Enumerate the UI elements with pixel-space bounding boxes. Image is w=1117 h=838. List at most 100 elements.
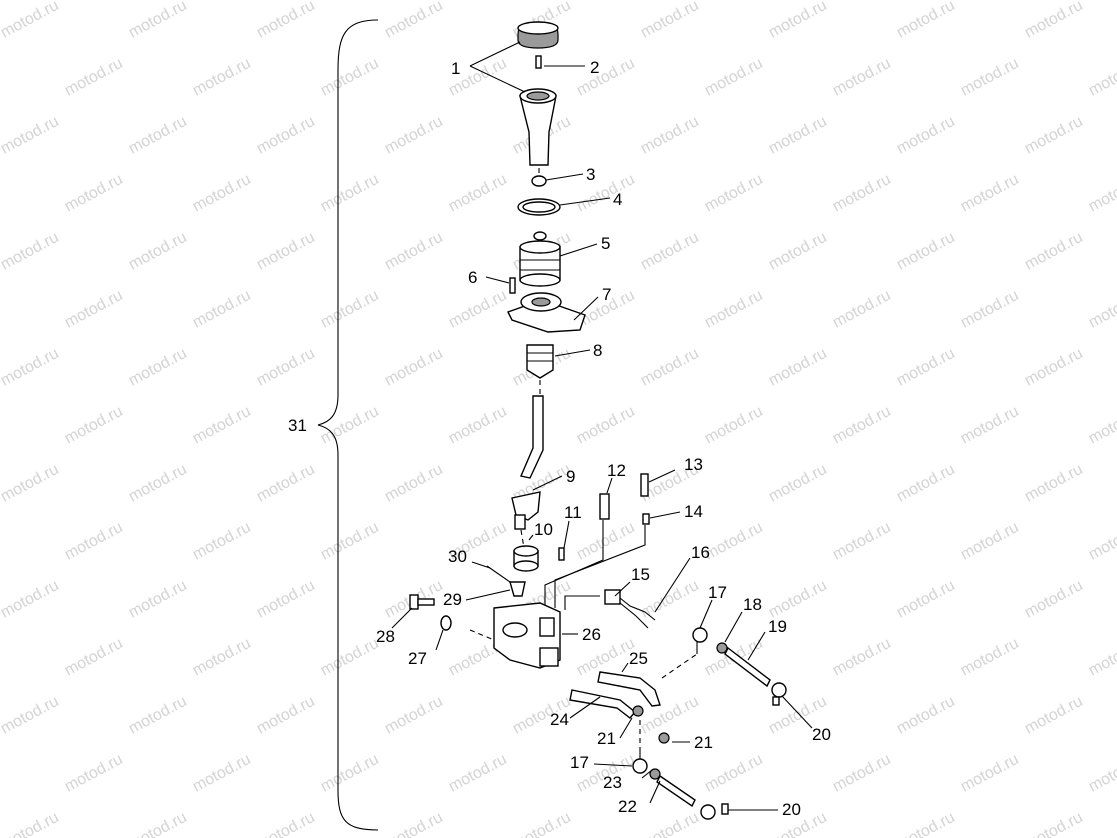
watermark-text: motod.ru <box>318 751 382 796</box>
pivot-pin <box>486 565 511 583</box>
watermark-text: motod.ru <box>830 519 894 564</box>
watermark-text: motod.ru <box>446 171 510 216</box>
callout-16: 16 <box>691 543 710 562</box>
watermark-text: motod.ru <box>958 519 1022 564</box>
watermark-text: motod.ru <box>382 809 446 838</box>
watermark-text: motod.ru <box>254 345 318 390</box>
housing-bolt <box>409 594 435 610</box>
neutral-switch <box>604 589 656 629</box>
watermark-text: motod.ru <box>254 693 318 738</box>
watermark-text: motod.ru <box>318 55 382 100</box>
watermark-text: motod.ru <box>702 519 766 564</box>
watermark-text: motod.ru <box>254 461 318 506</box>
callout-23: 23 <box>603 773 622 792</box>
watermark-text: motod.ru <box>126 113 190 158</box>
watermark-text: motod.ru <box>1022 577 1086 622</box>
watermark-text: motod.ru <box>702 55 766 100</box>
callout-labels: 1 2 3 4 5 6 7 8 9 10 11 12 13 14 15 16 1… <box>288 58 831 819</box>
callout-14: 14 <box>684 502 703 521</box>
watermark-text: motod.ru <box>126 345 190 390</box>
shift-rod-upper <box>597 671 661 707</box>
callout-29: 29 <box>443 590 462 609</box>
watermark-text: motod.ru <box>1086 403 1117 448</box>
watermark-text: motod.ru <box>958 751 1022 796</box>
watermark-text: motod.ru <box>958 403 1022 448</box>
shifter-housing <box>493 602 561 669</box>
watermark-text: motod.ru <box>766 345 830 390</box>
watermark-text: motod.ru <box>830 55 894 100</box>
watermark-text: motod.ru <box>126 461 190 506</box>
watermark-text: motod.ru <box>638 809 702 838</box>
lock-nut-left <box>632 705 644 717</box>
ring-large <box>517 198 561 216</box>
watermark-text: motod.ru <box>1086 519 1117 564</box>
watermark-text: motod.ru <box>126 0 190 42</box>
watermark-text: motod.ru <box>894 461 958 506</box>
tie-rod-upper <box>724 646 771 688</box>
watermark-text: motod.ru <box>1022 809 1086 838</box>
watermark-text: motod.ru <box>894 0 958 42</box>
shift-knob-body <box>519 88 557 166</box>
callout-31: 31 <box>288 416 307 435</box>
watermark-text: motod.ru <box>1086 751 1117 796</box>
watermark-text: motod.ru <box>1086 287 1117 332</box>
watermark-text: motod.ru <box>958 171 1022 216</box>
watermark-text: motod.ru <box>1022 0 1086 42</box>
watermark-text: motod.ru <box>830 403 894 448</box>
leader-lines <box>391 41 813 811</box>
shift-fork <box>509 581 526 597</box>
watermark-text: motod.ru <box>318 635 382 680</box>
callout-6: 6 <box>468 268 477 287</box>
watermark-text: motod.ru <box>382 0 446 42</box>
watermark-text: motod.ru <box>766 577 830 622</box>
watermark-text: motod.ru <box>190 55 254 100</box>
watermark-text: motod.ru <box>382 345 446 390</box>
watermark-text: motod.ru <box>0 809 62 838</box>
knob-screw <box>535 55 542 69</box>
watermark-text: motod.ru <box>190 519 254 564</box>
watermark-text: motod.ru <box>1022 693 1086 738</box>
watermark-text: motod.ru <box>510 809 574 838</box>
callout-26: 26 <box>582 625 601 644</box>
watermark-text: motod.ru <box>62 287 126 332</box>
watermark-text: motod.ru <box>190 751 254 796</box>
callout-20b: 20 <box>782 800 801 819</box>
watermark-text: motod.ru <box>830 751 894 796</box>
watermark-text: motod.ru <box>0 113 62 158</box>
watermark-text: motod.ru <box>62 751 126 796</box>
watermark-text: motod.ru <box>574 403 638 448</box>
shift-rod-lower <box>569 689 636 719</box>
watermark-text: motod.ru <box>638 113 702 158</box>
watermark-text: motod.ru <box>62 519 126 564</box>
watermark-text: motod.ru <box>254 0 318 42</box>
watermark-text: motod.ru <box>894 809 958 838</box>
watermark-text: motod.ru <box>830 635 894 680</box>
spring-boot <box>526 344 554 379</box>
watermark-text: motod.ru <box>766 0 830 42</box>
tie-rod-lower <box>656 774 696 808</box>
watermark-text: motod.ru <box>254 229 318 274</box>
shift-lever <box>511 395 544 530</box>
watermark-text: motod.ru <box>382 693 446 738</box>
callout-7: 7 <box>602 285 611 304</box>
watermark-text: motod.ru <box>446 287 510 332</box>
watermark-text: motod.ru <box>638 0 702 42</box>
watermark-text: motod.ru <box>190 635 254 680</box>
watermark-text: motod.ru <box>702 403 766 448</box>
watermark-text: motod.ru <box>318 519 382 564</box>
detent-spring <box>558 547 565 561</box>
callout-13: 13 <box>684 455 703 474</box>
watermark-text: motod.ru <box>894 113 958 158</box>
callout-10: 10 <box>534 520 553 539</box>
watermark-text: motod.ru <box>254 113 318 158</box>
watermark-text: motod.ru <box>0 0 62 42</box>
callout-18: 18 <box>743 595 762 614</box>
watermark-text: motod.ru <box>126 693 190 738</box>
watermark-text: motod.ru <box>1022 113 1086 158</box>
ball-joint-lower <box>700 803 729 820</box>
watermark-text: motod.ru <box>702 287 766 332</box>
callout-19: 19 <box>768 617 787 636</box>
watermark-text: motod.ru <box>574 171 638 216</box>
callout-25: 25 <box>629 649 648 668</box>
watermark-text: motod.ru <box>382 113 446 158</box>
